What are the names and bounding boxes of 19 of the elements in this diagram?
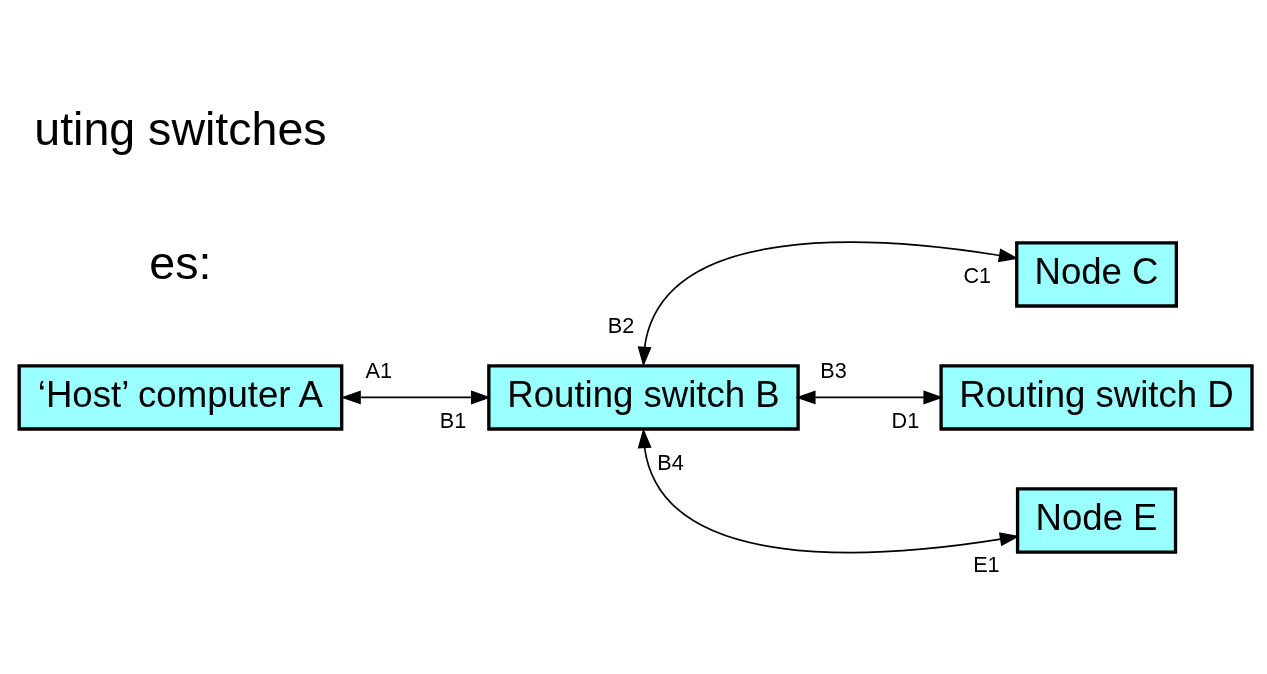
node-box: Node E — [1015, 487, 1178, 554]
node-box: Routing switch D — [939, 364, 1254, 431]
node-box: Node C — [1015, 241, 1178, 308]
node-label: B4 — [657, 450, 684, 476]
node-label: C1 — [963, 262, 992, 288]
node-box: Routing switch B — [487, 364, 800, 431]
arrow — [795, 390, 944, 405]
arrow — [637, 428, 1020, 554]
label: es: — [149, 237, 212, 290]
label: uting switches — [34, 102, 327, 155]
node-label: D1 — [891, 407, 920, 433]
arrow — [637, 241, 1019, 367]
node-box: ‘Host’ computer A — [17, 364, 344, 431]
node-label: B2 — [607, 312, 635, 338]
node-label: E1 — [973, 552, 1000, 578]
node-label: B1 — [439, 407, 467, 433]
arrow — [340, 390, 491, 405]
node-label: B3 — [820, 358, 847, 384]
node-label: A1 — [365, 358, 392, 384]
